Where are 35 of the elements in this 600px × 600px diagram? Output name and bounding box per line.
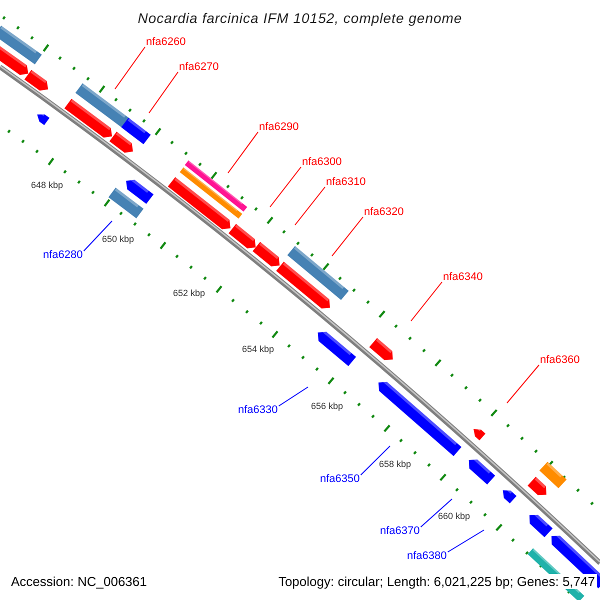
leader-line: [506, 364, 540, 404]
footer-text: Accession: NC_006361: [9, 574, 149, 589]
gene-label: nfa6340: [443, 272, 483, 283]
leader-line: [278, 386, 308, 406]
gene-label: nfa6360: [540, 355, 580, 366]
leader-line: [228, 132, 258, 174]
leader-line: [294, 186, 326, 226]
gene-label: nfa6270: [179, 62, 219, 73]
position-label: 650 kbp: [102, 235, 134, 244]
position-label: 658 kbp: [379, 460, 412, 469]
gene-label: nfa6290: [259, 122, 299, 133]
leader-line: [270, 166, 302, 208]
leader-line: [410, 282, 442, 322]
position-label: 648 kbp: [31, 181, 64, 190]
gene-label: nfa6320: [364, 207, 404, 218]
leader-line: [148, 72, 178, 114]
gene-label: nfa6370: [380, 526, 420, 537]
title: Nocardia farcinica IFM 10152, complete genome: [136, 11, 464, 25]
position-label: 660 kbp: [438, 512, 470, 521]
leader-line: [83, 220, 112, 252]
gene-label: nfa6300: [302, 157, 342, 168]
gene-label: nfa6380: [407, 551, 447, 562]
position-label: 652 kbp: [173, 289, 206, 298]
position-label: 656 kbp: [311, 402, 344, 411]
gene-label: nfa6350: [320, 474, 360, 485]
gene-label: nfa6310: [326, 177, 366, 188]
leader-line: [360, 446, 390, 476]
gene-label: nfa6280: [43, 250, 83, 261]
leader-line: [332, 216, 364, 256]
leader-line: [447, 530, 484, 552]
position-label: 654 kbp: [242, 345, 274, 354]
gene-label: nfa6330: [238, 405, 278, 416]
gene-label: nfa6260: [146, 37, 186, 48]
leader-line: [420, 498, 452, 528]
leader-line: [114, 46, 146, 90]
